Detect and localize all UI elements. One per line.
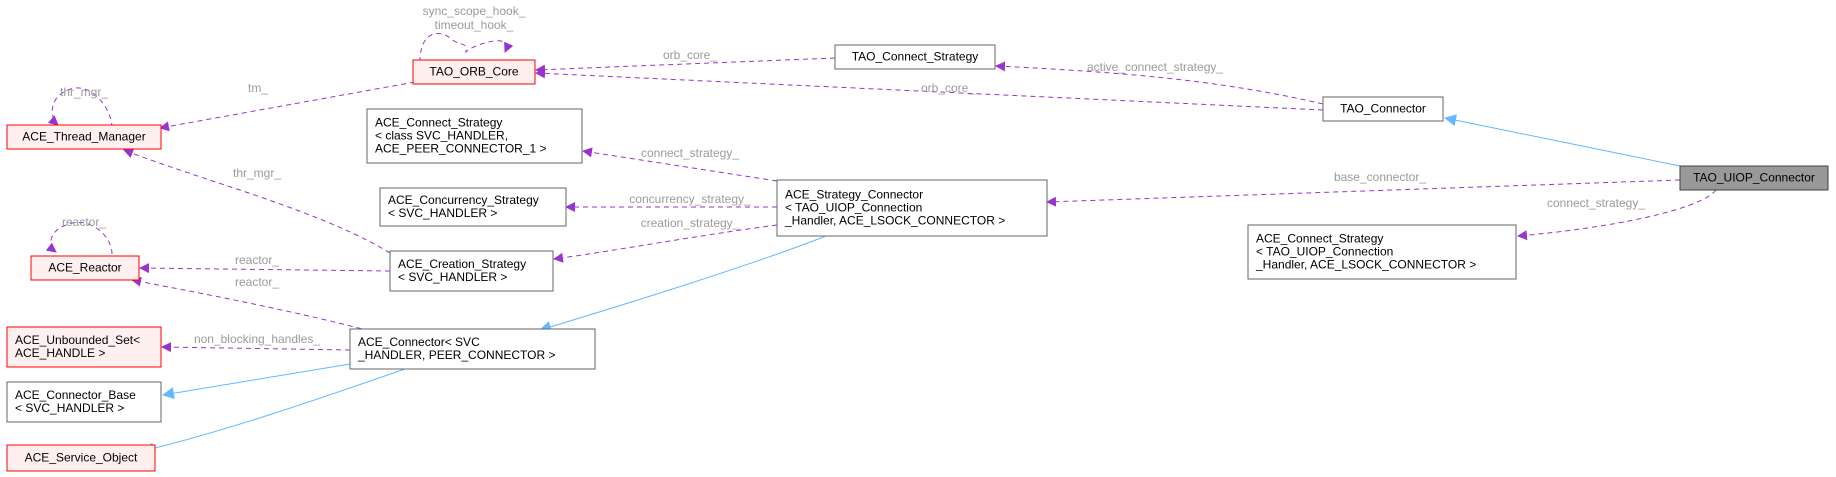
node-label-line: ACE_PEER_CONNECTOR_1 > (375, 142, 547, 156)
node-label-line: ACE_HANDLE > (15, 346, 105, 360)
node-label-line: < SVC_HANDLER > (15, 401, 124, 415)
node-label-line: ACE_Thread_Manager (22, 130, 145, 144)
edge-creation-strategy-reactor (139, 263, 391, 274)
edge-strategy-connector-connect-strategy-class (582, 147, 778, 182)
edge-label-connect-strategy-2: connect_strategy_ (1547, 196, 1645, 210)
edge-connector-inherits-connector-base (162, 363, 351, 400)
edge-label-tm: tm_ (248, 81, 268, 95)
node-label-line: _HANDLER, PEER_CONNECTOR > (357, 348, 556, 362)
node-label-line: < TAO_UIOP_Connection (1256, 245, 1393, 259)
node-label-line: ACE_Reactor (48, 261, 121, 275)
node-label-line: ACE_Service_Object (25, 451, 138, 465)
node-label-line: _Handler, ACE_LSOCK_CONNECTOR > (784, 214, 1005, 228)
edge-connect-strategy-orb-core (535, 57, 836, 75)
node-ace-creation-strategy[interactable]: ACE_Creation_Strategy< SVC_HANDLER > (389, 250, 554, 292)
edge-label-orb-core-2: orb_core_ (921, 81, 975, 95)
edge-strategy-connector-creation-strategy (553, 224, 778, 263)
node-ace-service-object[interactable]: ACE_Service_Object (6, 444, 156, 472)
edge-connector-inherits-service-object (142, 368, 406, 455)
node-label-line: TAO_Connector (1340, 102, 1426, 116)
edge-label-reactor-1: reactor_ (235, 253, 279, 267)
node-ace-connect-strategy-uiop[interactable]: ACE_Connect_Strategy< TAO_UIOP_Connectio… (1247, 224, 1517, 280)
edges-layer: sync_scope_hook_ timeout_hook_ orb_core_… (45, 4, 1717, 455)
edge-orb-core-thread-manager (159, 81, 416, 132)
edge-uiop-connector-connect-strategy-uiop (1517, 189, 1717, 241)
edge-strategy-connector-inherits-connector (539, 235, 827, 333)
node-tao-connector[interactable]: TAO_Connector (1322, 96, 1444, 122)
node-label-line: TAO_UIOP_Connector (1693, 171, 1815, 185)
node-tao-connect-strategy[interactable]: TAO_Connect_Strategy (834, 44, 996, 70)
node-tao-uiop-connector[interactable]: TAO_UIOP_Connector (1679, 165, 1829, 191)
edge-reactor-self (45, 221, 113, 255)
nodes-layer: TAO_UIOP_Connector TAO_Connector TAO_Con… (6, 44, 1829, 472)
edge-connector-reactor (131, 276, 371, 332)
node-ace-connector[interactable]: ACE_Connector< SVC_HANDLER, PEER_CONNECT… (349, 328, 596, 370)
node-label-line: < SVC_HANDLER > (398, 270, 507, 284)
node-ace-strategy-connector[interactable]: ACE_Strategy_Connector< TAO_UIOP_Connect… (776, 179, 1048, 237)
node-ace-reactor[interactable]: ACE_Reactor (30, 255, 140, 281)
edge-uiop-connector-inherits-tao-connector (1444, 114, 1681, 167)
node-label-line: ACE_Connector_Base (15, 388, 136, 402)
edge-creation-strategy-thread-manager (123, 148, 391, 254)
node-label-line: _Handler, ACE_LSOCK_CONNECTOR > (1255, 258, 1476, 272)
node-label-line: TAO_ORB_Core (429, 65, 518, 79)
edge-tao-connector-active-connect-strategy (995, 61, 1324, 105)
edge-label-reactor-self: reactor_ (62, 215, 106, 229)
node-label-line: ACE_Strategy_Connector (785, 188, 923, 202)
edge-thread-manager-self (47, 87, 113, 129)
edge-label-base-connector: base_connector_ (1334, 170, 1426, 184)
node-ace-connector-base[interactable]: ACE_Connector_Base< SVC_HANDLER > (6, 381, 162, 423)
node-label-line: ACE_Concurrency_Strategy (388, 193, 539, 207)
node-ace-unbounded-set[interactable]: ACE_Unbounded_Set< ACE_HANDLE > (6, 326, 162, 368)
node-ace-connect-strategy-class[interactable]: ACE_Connect_Strategy< class SVC_HANDLER,… (366, 108, 583, 164)
edge-label-thr-mgr-self: thr_mgr_ (60, 85, 108, 99)
node-label-line: ACE_Creation_Strategy (398, 257, 526, 271)
edge-orb-core-hooks-self (419, 33, 514, 63)
node-label-line: < SVC_HANDLER > (388, 206, 497, 220)
edge-label-connect-strategy-1: connect_strategy_ (641, 146, 739, 160)
node-label-line: TAO_Connect_Strategy (852, 50, 979, 64)
node-label-line: < TAO_UIOP_Connection (785, 201, 922, 215)
edge-label-orb-core-1: orb_core_ (663, 48, 717, 62)
edge-label-thr-mgr: thr_mgr_ (233, 166, 281, 180)
node-label-line: ACE_Connect_Strategy (375, 116, 502, 130)
node-label-line: < class SVC_HANDLER, (375, 129, 508, 143)
node-ace-concurrency-strategy[interactable]: ACE_Concurrency_Strategy< SVC_HANDLER > (379, 187, 567, 227)
edge-connector-unbounded-set (161, 342, 351, 353)
node-label-line: ACE_Connect_Strategy (1256, 232, 1383, 246)
node-label-line: ACE_Unbounded_Set< (15, 333, 140, 347)
node-ace-thread-manager[interactable]: ACE_Thread_Manager (6, 124, 162, 150)
edge-label-sync-scope-hook: sync_scope_hook_ (423, 4, 526, 18)
edge-uiop-connector-strategy-connector (1046, 179, 1681, 207)
edge-label-non-blocking-handles: non_blocking_handles_ (194, 332, 320, 346)
edge-label-creation-strategy: creation_strategy_ (641, 216, 740, 230)
edge-label-timeout-hook: timeout_hook_ (435, 18, 514, 32)
node-tao-orb-core[interactable]: TAO_ORB_Core (412, 59, 536, 85)
node-label-line: ACE_Connector< SVC (358, 335, 480, 349)
edge-label-concurrency-strategy: concurrency_strategy_ (629, 192, 751, 206)
edge-label-active-connect-strategy: active_connect_strategy_ (1087, 60, 1223, 74)
edge-label-reactor-2: reactor_ (235, 275, 279, 289)
